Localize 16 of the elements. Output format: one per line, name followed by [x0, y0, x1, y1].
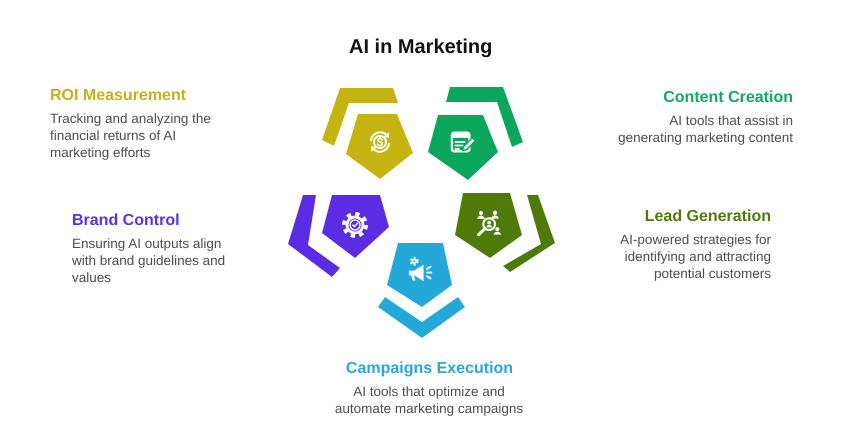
section-description: AI-powered strategies for identifying and attracting potential customers — [619, 231, 771, 282]
pentagon-badge — [428, 115, 498, 180]
pentagon-badge — [322, 195, 389, 258]
section-heading: ROI Measurement — [50, 86, 188, 105]
section-heading: Brand Control — [72, 211, 181, 230]
pentagon-badge — [387, 243, 452, 307]
section-heading: Lead Generation — [644, 207, 771, 226]
section-description: AI tools that optimize and automate marketing campaigns — [334, 383, 524, 417]
section-heading: Campaigns Execution — [345, 359, 514, 378]
title: AI in Marketing — [349, 35, 494, 59]
pentagon-badge — [455, 193, 522, 258]
section-description: AI tools that assist in generating marketing content — [617, 112, 793, 146]
section-heading: Content Creation — [662, 88, 793, 107]
pentagon-badge — [346, 114, 413, 179]
section-description: Ensuring AI outputs align with brand guidelines and values — [72, 235, 226, 286]
section-description: Tracking and analyzing the financial returns of AI marketing efforts — [50, 110, 212, 161]
